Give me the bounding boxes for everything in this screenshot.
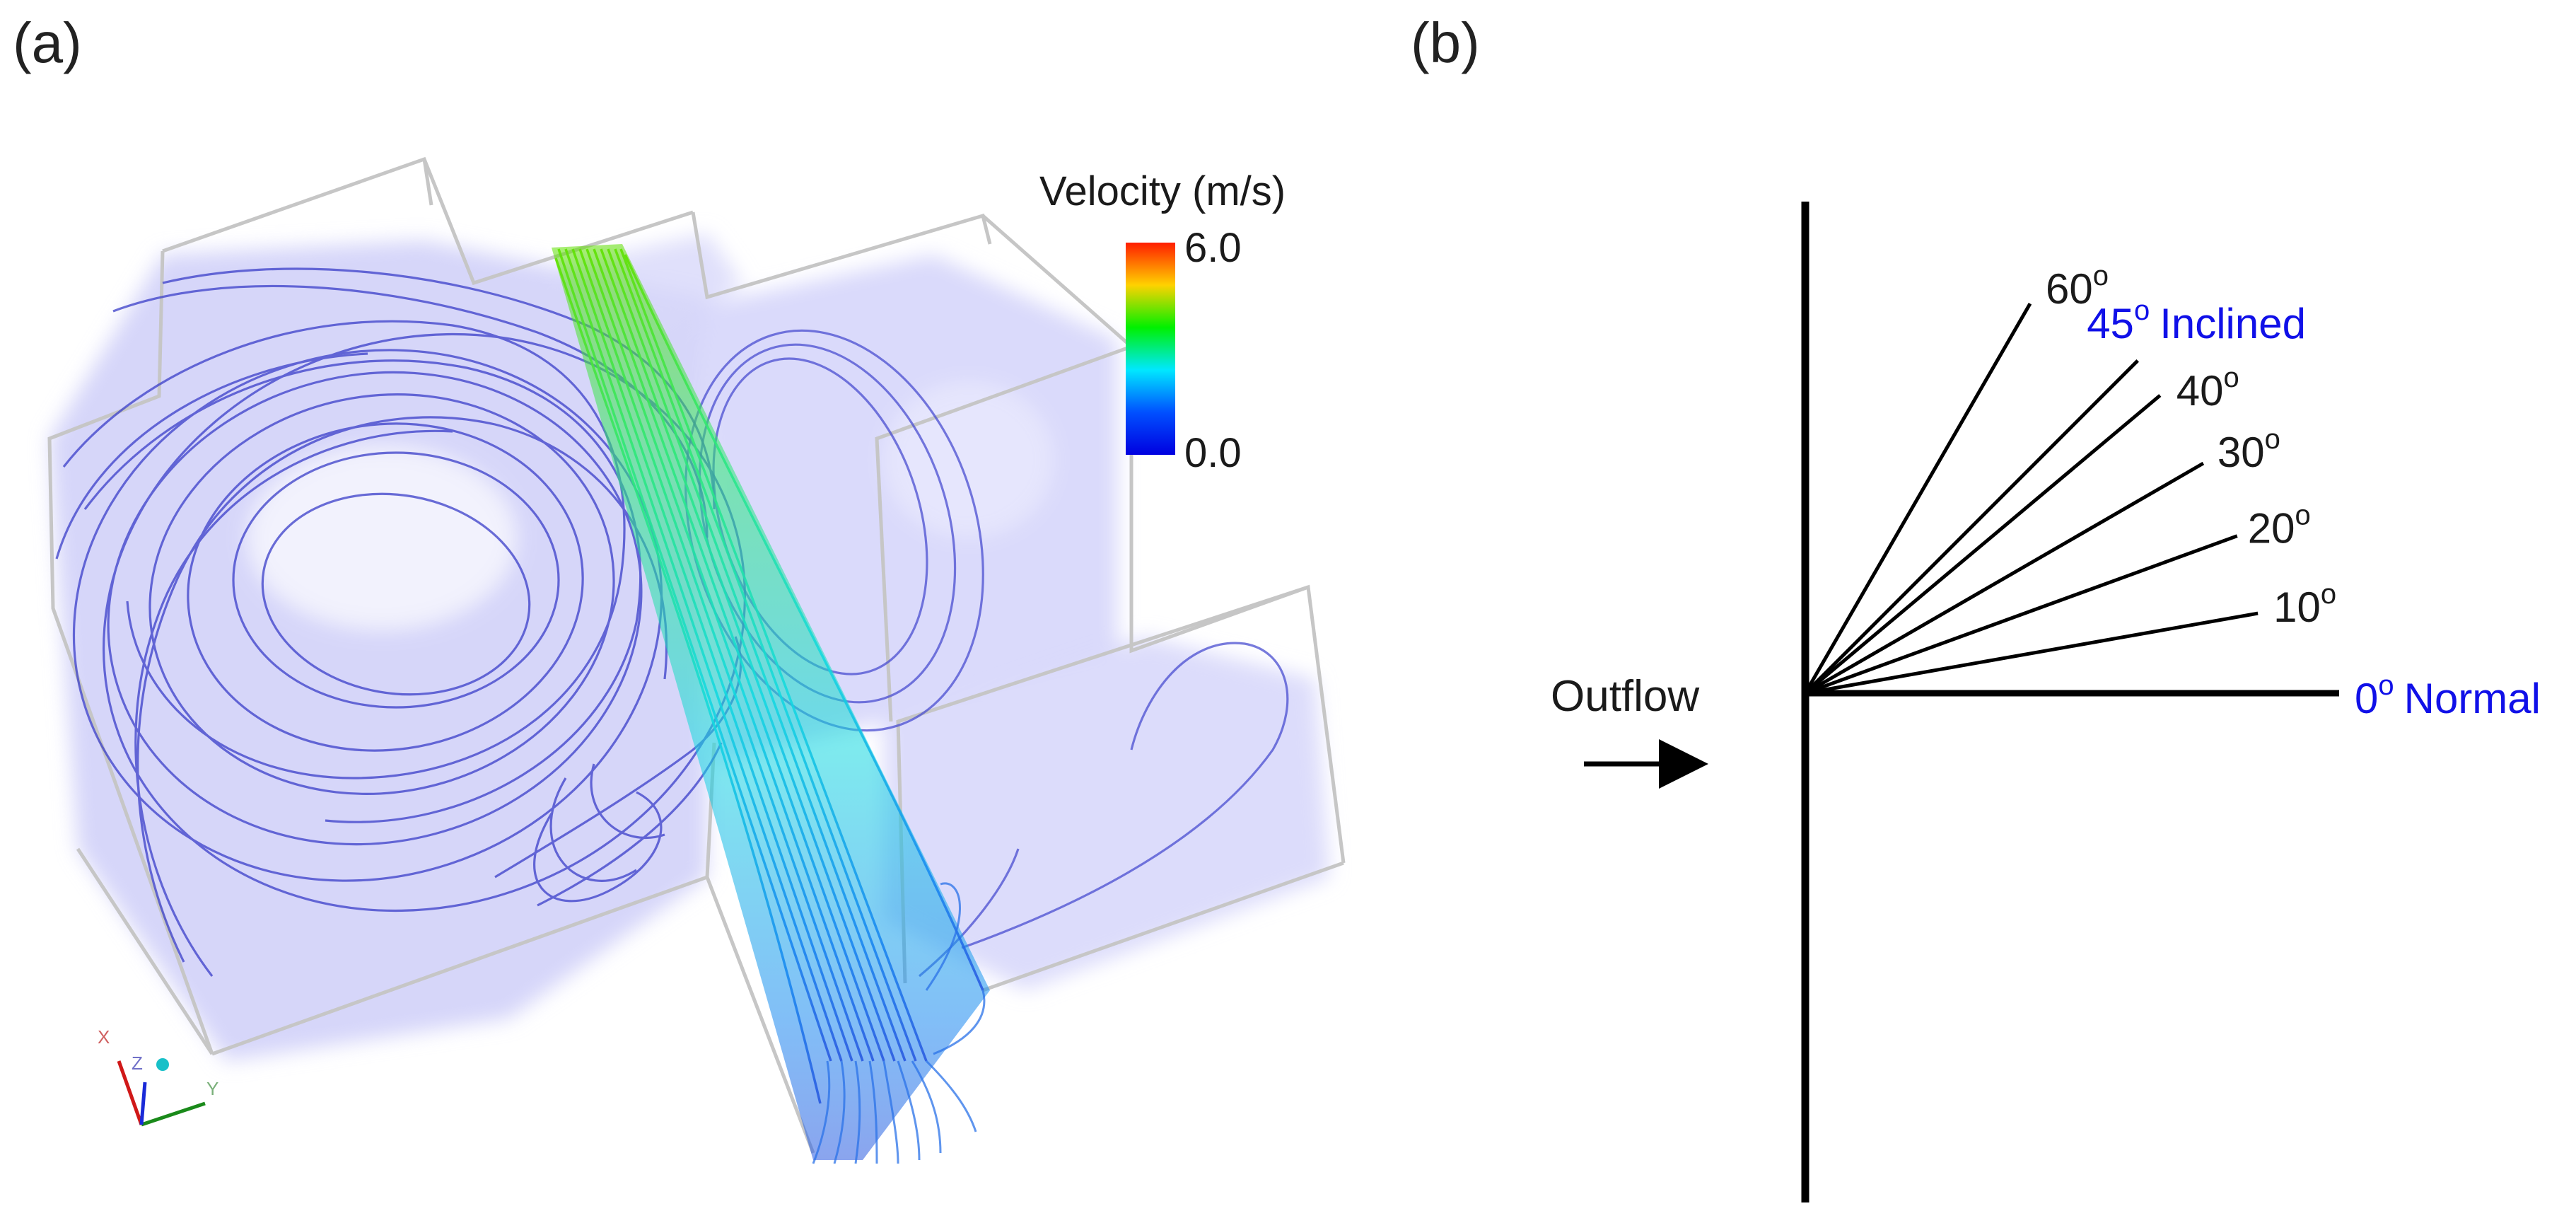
colorbar-title: Velocity (m/s) bbox=[1039, 168, 1286, 214]
axis-x-arrow bbox=[117, 1060, 144, 1125]
angle-line-40 bbox=[1804, 394, 2162, 695]
angle-label-30: 30o bbox=[2217, 424, 2280, 476]
angle-lines bbox=[1803, 302, 2339, 697]
axis-x-label: X bbox=[98, 1026, 110, 1048]
angle-line-45 bbox=[1804, 359, 2139, 695]
angle-label-20: 20o bbox=[2248, 500, 2311, 552]
cfd-domain-render bbox=[47, 156, 1346, 1164]
axis-origin-sphere bbox=[156, 1058, 169, 1071]
axis-z-label: Z bbox=[132, 1053, 143, 1074]
jet-streamtube bbox=[552, 244, 990, 1164]
panel-b-label: (b) bbox=[1411, 11, 1480, 74]
colorbar: Velocity (m/s) 6.0 0.0 bbox=[1039, 168, 1286, 476]
angle-label-10: 10o bbox=[2273, 579, 2336, 631]
axis-y-label: Y bbox=[206, 1078, 218, 1099]
angle-label-60: 60o bbox=[2046, 260, 2109, 313]
axis-triad: X Y Z bbox=[98, 1026, 218, 1127]
angle-line-10 bbox=[1805, 611, 2259, 695]
panel-a: (a) bbox=[13, 11, 1346, 1164]
colorbar-min-label: 0.0 bbox=[1184, 430, 1242, 476]
outflow-label: Outflow bbox=[1551, 672, 1699, 721]
angle-line-60 bbox=[1803, 302, 2032, 695]
colorbar-ramp bbox=[1126, 243, 1175, 455]
angle-line-30 bbox=[1804, 461, 2205, 695]
angle-label-40: 40o bbox=[2176, 362, 2239, 415]
angle-line-20 bbox=[1805, 534, 2238, 695]
axis-z-arrow bbox=[139, 1082, 147, 1125]
panel-a-label: (a) bbox=[13, 11, 82, 74]
colorbar-max-label: 6.0 bbox=[1184, 225, 1242, 271]
axis-y-arrow bbox=[141, 1101, 206, 1127]
